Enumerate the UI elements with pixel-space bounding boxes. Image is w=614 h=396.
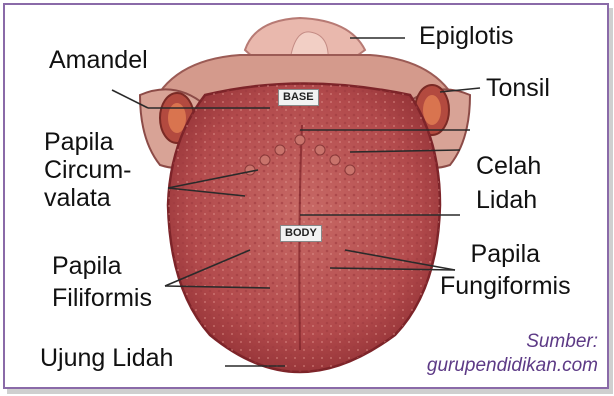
label-papila-circumvalata-line2: Circum- bbox=[44, 156, 132, 184]
label-papila-fungiformis-line1: Papila bbox=[440, 240, 571, 268]
label-ujung-lidah: Ujung Lidah bbox=[40, 344, 173, 372]
label-tonsil: Tonsil bbox=[486, 74, 550, 102]
label-celah-lidah-line1: Celah bbox=[476, 152, 541, 180]
body-tag: BODY bbox=[280, 225, 322, 242]
label-papila-fungiformis-line2: Fungiformis bbox=[440, 272, 571, 300]
label-epiglotis: Epiglotis bbox=[419, 22, 514, 50]
label-celah-lidah-line2: Lidah bbox=[476, 186, 541, 214]
label-amandel: Amandel bbox=[49, 46, 148, 74]
label-papila-circumvalata: Papila Circum- valata bbox=[44, 128, 132, 212]
source-line2: gurupendidikan.com bbox=[427, 354, 598, 378]
label-papila-fungiformis: Papila Fungiformis bbox=[440, 240, 571, 300]
base-tag: BASE bbox=[278, 89, 319, 106]
label-papila-filiformis-line2: Filiformis bbox=[52, 284, 152, 312]
source-credit: Sumber: gurupendidikan.com bbox=[427, 330, 598, 378]
label-celah-lidah: Celah Lidah bbox=[476, 152, 541, 214]
label-papila-circumvalata-line1: Papila bbox=[44, 128, 132, 156]
source-line1: Sumber: bbox=[427, 330, 598, 354]
label-papila-circumvalata-line3: valata bbox=[44, 184, 132, 212]
label-papila-filiformis-line1: Papila bbox=[52, 252, 152, 280]
label-papila-filiformis: Papila Filiformis bbox=[52, 252, 152, 312]
